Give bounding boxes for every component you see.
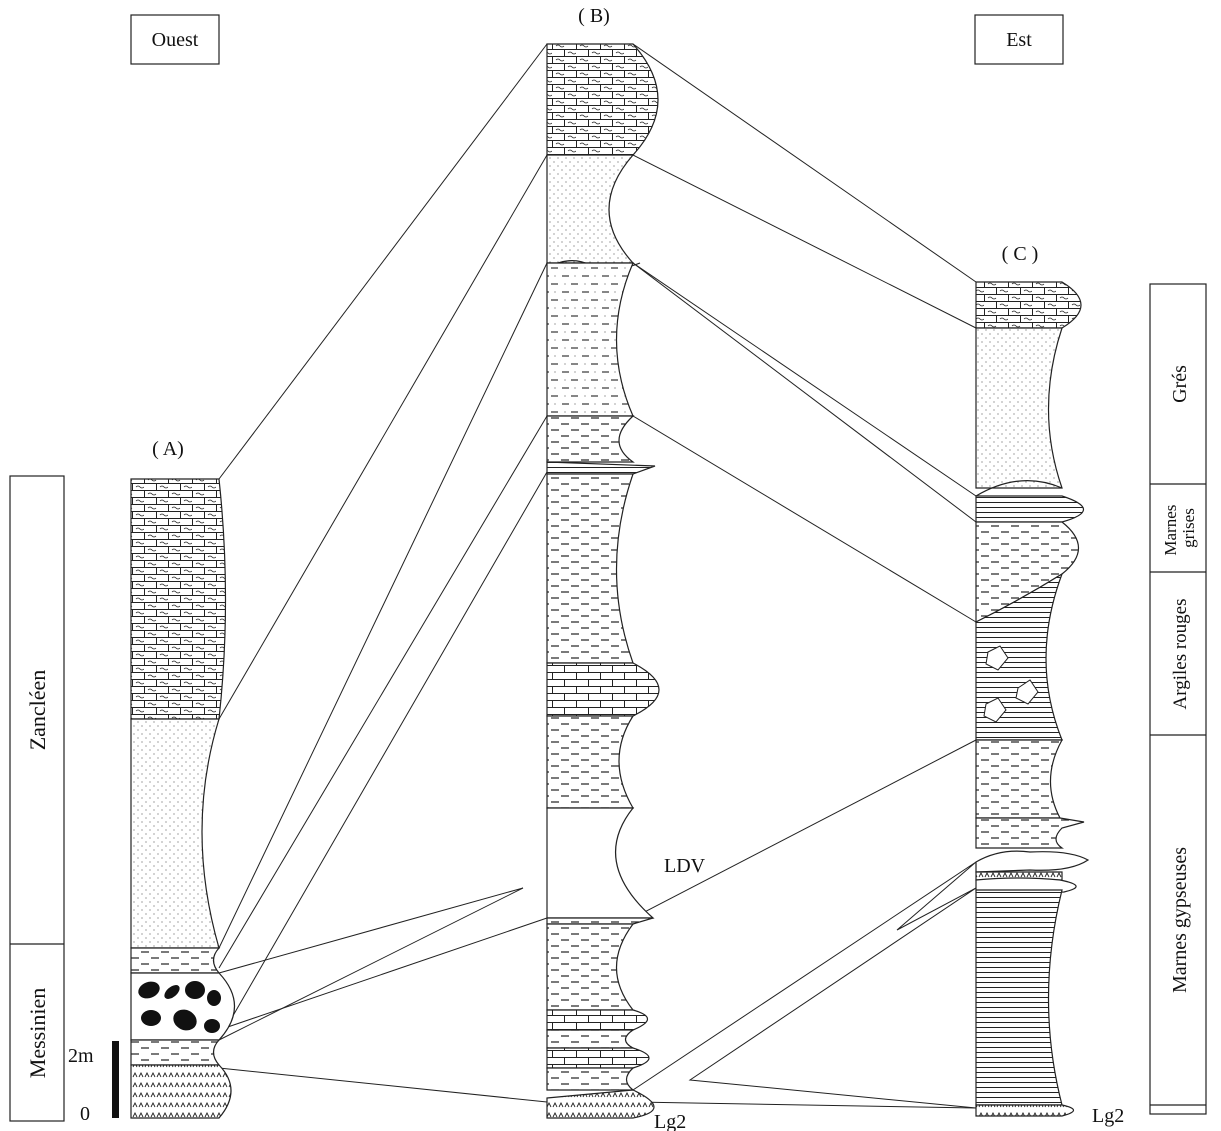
gypsum-layer (547, 1090, 654, 1118)
lg2-label-c: Lg2 (1092, 1105, 1124, 1127)
east-label: Est (1006, 29, 1032, 51)
correlation-line (219, 1068, 547, 1102)
gypsum-layer (976, 1105, 1074, 1116)
unit-marnes-gypseuses-label: Marnes gypseuses (1169, 847, 1191, 993)
correlation-line (633, 44, 976, 282)
scale-bar: 2m 0 (68, 1041, 119, 1125)
west-label: Ouest (152, 29, 199, 51)
sandy-marl-layer (547, 263, 633, 416)
correlation-line (219, 918, 547, 1030)
unit-gres-label: Grés (1169, 365, 1191, 403)
ldv-layer (547, 808, 653, 918)
gypsiferous-marl-layer (976, 890, 1062, 1105)
limestone-layer (131, 479, 226, 719)
sandstone-layer (976, 328, 1062, 488)
correlation-wedge (633, 862, 976, 1108)
section-c-label: ( C ) (1002, 243, 1039, 265)
gypsiferous-marl-layer (976, 740, 1062, 818)
marl-layer (547, 474, 633, 663)
marl-layer (131, 948, 219, 973)
marl-layer (547, 1068, 633, 1090)
stage-zancleen-label: Zancléen (25, 670, 50, 751)
correlation-line (219, 472, 547, 1040)
unit-marnes-grises-label: Marnes grises (1161, 500, 1198, 555)
clay-lens (547, 462, 655, 474)
west-label-box: Ouest (131, 15, 219, 64)
limestone-bed (547, 1048, 649, 1068)
stage-messinien-label: Messinien (25, 988, 50, 1078)
correlation-line (633, 416, 976, 622)
lg2-label-b: Lg2 (654, 1111, 686, 1131)
section-a-label: ( A) (152, 438, 184, 460)
grey-marl-lens (976, 496, 1084, 522)
marl-thin-layer (547, 918, 653, 924)
marl-layer (547, 416, 633, 462)
limestone-layer (547, 44, 658, 155)
lens-upper (976, 851, 1088, 872)
section-b: ( B) LDV Lg2 (547, 5, 706, 1131)
marl-layer (547, 716, 633, 808)
east-label-box: Est (975, 15, 1063, 64)
correlation-line (633, 263, 976, 496)
marl-layer (547, 1030, 633, 1048)
section-a: ( A) (131, 438, 235, 1118)
scale-top-label: 2m (68, 1045, 94, 1067)
correlation-line (219, 44, 547, 479)
gypsiferous-marl-layer (976, 818, 1084, 848)
unit-bar-right: Grés Marnes grises Argiles rouges Marnes… (1150, 284, 1206, 1114)
gypsum-layer (131, 1065, 231, 1118)
limestone-bed (547, 663, 659, 716)
limestone-layer (976, 282, 1081, 328)
marl-layer (131, 1040, 219, 1065)
correlation-line (219, 416, 547, 968)
sandstone-layer (547, 155, 633, 263)
correlation-line (633, 740, 976, 918)
correlation-wedge (219, 888, 523, 1040)
correlation-line (219, 155, 547, 719)
section-b-label: ( B) (578, 5, 610, 27)
ldv-label: LDV (664, 855, 706, 877)
unit-argiles-rouges-label: Argiles rouges (1170, 599, 1191, 710)
sandstone-layer (131, 719, 219, 948)
marl-layer (547, 924, 633, 1010)
limestone-bed (547, 1010, 648, 1030)
section-c: ( C ) Lg2 (976, 243, 1124, 1127)
correlation-line (219, 263, 547, 948)
stage-bar-left: Zancléen Messinien (10, 476, 64, 1121)
scale-bottom-label: 0 (80, 1103, 90, 1125)
